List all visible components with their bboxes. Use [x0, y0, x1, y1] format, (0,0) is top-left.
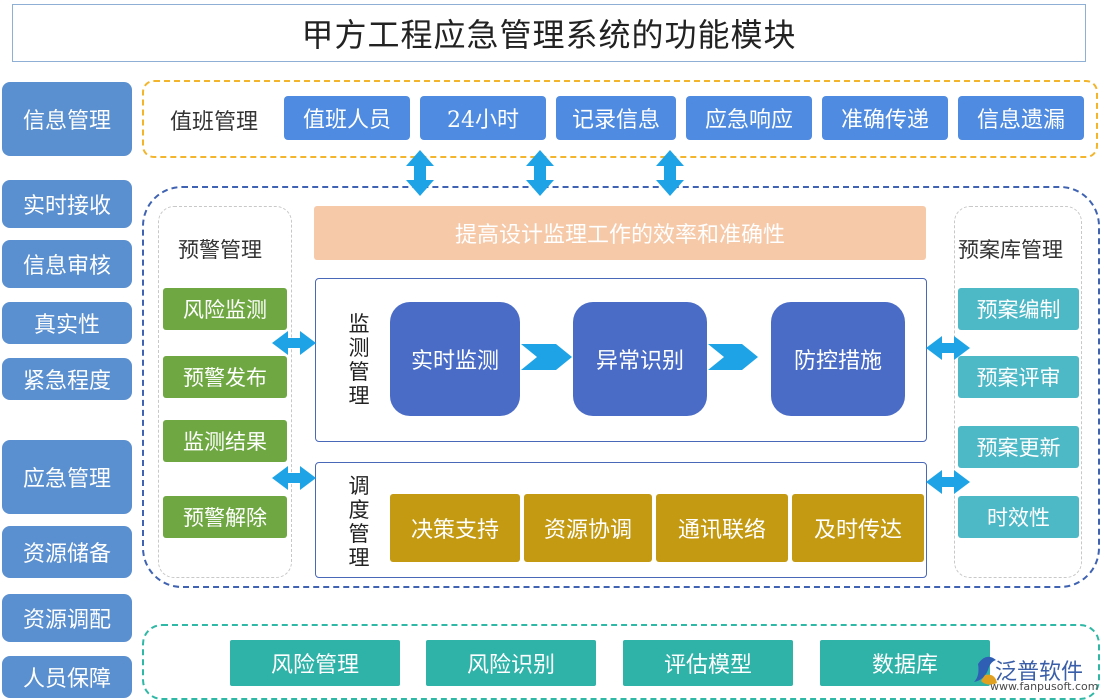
dispatch-item-decision[interactable]: 决策支持 — [390, 494, 520, 562]
monitor-label: 监测管理 — [348, 312, 370, 408]
warning-item-release[interactable]: 预警解除 — [163, 496, 287, 538]
duty-item-response[interactable]: 应急响应 — [686, 96, 812, 140]
plan-item-timeliness[interactable]: 时效性 — [958, 496, 1079, 538]
warning-panel-title: 预警管理 — [178, 238, 262, 262]
double-arrow-icon — [926, 336, 970, 360]
page-title: 甲方工程应急管理系统的功能模块 — [12, 4, 1086, 62]
monitor-step-control[interactable]: 防控措施 — [771, 302, 905, 416]
monitor-step-realtime[interactable]: 实时监测 — [390, 302, 520, 416]
left-item-info-review[interactable]: 信息审核 — [2, 240, 132, 288]
bottom-item-model[interactable]: 评估模型 — [623, 640, 793, 686]
left-item-emergency-management[interactable]: 应急管理 — [2, 440, 132, 514]
duty-item-staff[interactable]: 值班人员 — [284, 96, 410, 140]
logo-name: 泛普软件 — [995, 660, 1084, 685]
warning-item-publish[interactable]: 预警发布 — [163, 356, 287, 398]
left-item-realtime-receive[interactable]: 实时接收 — [2, 180, 132, 228]
double-arrow-icon — [656, 150, 684, 196]
monitor-step-anomaly[interactable]: 异常识别 — [573, 302, 707, 416]
plan-panel-title: 预案库管理 — [958, 238, 1063, 262]
double-arrow-icon — [406, 150, 434, 196]
left-item-personnel[interactable]: 人员保障 — [2, 656, 132, 698]
double-arrow-icon — [272, 331, 316, 355]
left-item-resource-allocation[interactable]: 资源调配 — [2, 594, 132, 642]
main-frame — [142, 186, 1100, 588]
chevron-right-icon — [521, 344, 572, 370]
warning-item-result[interactable]: 监测结果 — [163, 420, 287, 462]
plan-item-update[interactable]: 预案更新 — [958, 426, 1079, 468]
dispatch-item-communication[interactable]: 通讯联络 — [656, 494, 788, 562]
bottom-item-risk-management[interactable]: 风险管理 — [230, 640, 400, 686]
chevron-right-icon — [708, 344, 758, 370]
left-item-info-management[interactable]: 信息管理 — [2, 82, 132, 156]
duty-item-24h[interactable]: 24小时 — [420, 96, 546, 140]
bottom-item-database[interactable]: 数据库 — [820, 640, 990, 686]
double-arrow-icon — [272, 466, 316, 490]
left-item-resource-reserve[interactable]: 资源储备 — [2, 526, 132, 578]
warning-item-risk-monitor[interactable]: 风险监测 — [163, 288, 287, 330]
duty-item-omission[interactable]: 信息遗漏 — [958, 96, 1084, 140]
duty-management-frame — [142, 80, 1098, 158]
fanpu-logo-icon — [974, 656, 997, 685]
bottom-frame — [142, 624, 1100, 700]
logo-url: www.fanpusoft.com — [990, 680, 1099, 693]
bottom-item-risk-identify[interactable]: 风险识别 — [426, 640, 596, 686]
dispatch-item-resource[interactable]: 资源协调 — [524, 494, 652, 562]
double-arrow-icon — [526, 150, 554, 196]
plan-item-review[interactable]: 预案评审 — [958, 356, 1079, 398]
left-item-urgency[interactable]: 紧急程度 — [2, 358, 132, 400]
goal-banner: 提高设计监理工作的效率和准确性 — [314, 206, 926, 260]
left-item-authenticity[interactable]: 真实性 — [2, 302, 132, 344]
dispatch-label: 调度管理 — [348, 474, 370, 570]
plan-panel-frame — [954, 206, 1082, 578]
duty-management-label: 值班管理 — [170, 110, 259, 135]
plan-item-compile[interactable]: 预案编制 — [958, 288, 1079, 330]
duty-item-record[interactable]: 记录信息 — [556, 96, 676, 140]
double-arrow-icon — [926, 470, 970, 494]
dispatch-item-timely[interactable]: 及时传达 — [792, 494, 924, 562]
warning-panel-frame — [158, 206, 292, 578]
duty-item-accurate[interactable]: 准确传递 — [822, 96, 948, 140]
